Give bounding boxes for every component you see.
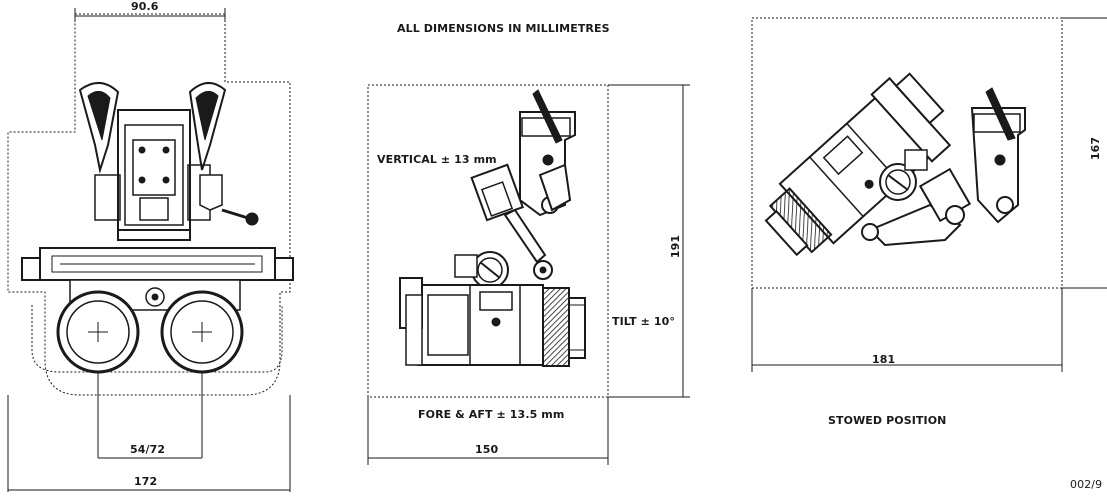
stowed-width-label: 181 (872, 353, 896, 366)
page-title: ALL DIMENSIONS IN MILLIMETRES (397, 22, 610, 35)
stowed-tube (764, 72, 952, 257)
tilt-adjust-label: TILT ± 10° (612, 315, 675, 328)
stowed-view (751, 17, 1107, 372)
stowed-caption: STOWED POSITION (828, 414, 947, 427)
side-view (367, 84, 690, 465)
front-view (7, 8, 294, 492)
side-height-label: 191 (669, 234, 683, 259)
side-width-label: 150 (475, 443, 499, 456)
side-envelope-outline (367, 84, 609, 398)
front-envelope-outline (7, 13, 291, 396)
side-objective-ring (542, 287, 570, 367)
front-overall-width-label: 172 (134, 475, 158, 488)
drawing-number: 002/9 (1070, 478, 1103, 491)
front-inner-outline (31, 305, 283, 373)
stowed-height-label: 167 (1089, 136, 1103, 161)
eye-separation-label: 54/72 (130, 443, 166, 456)
vertical-adjust-label: VERTICAL ± 13 mm (377, 153, 497, 166)
front-top-width-label: 90.6 (131, 0, 159, 13)
fore-aft-adjust-label: FORE & AFT ± 13.5 mm (418, 408, 565, 421)
stowed-envelope-outline (751, 17, 1063, 289)
front-mount-body (117, 109, 191, 241)
